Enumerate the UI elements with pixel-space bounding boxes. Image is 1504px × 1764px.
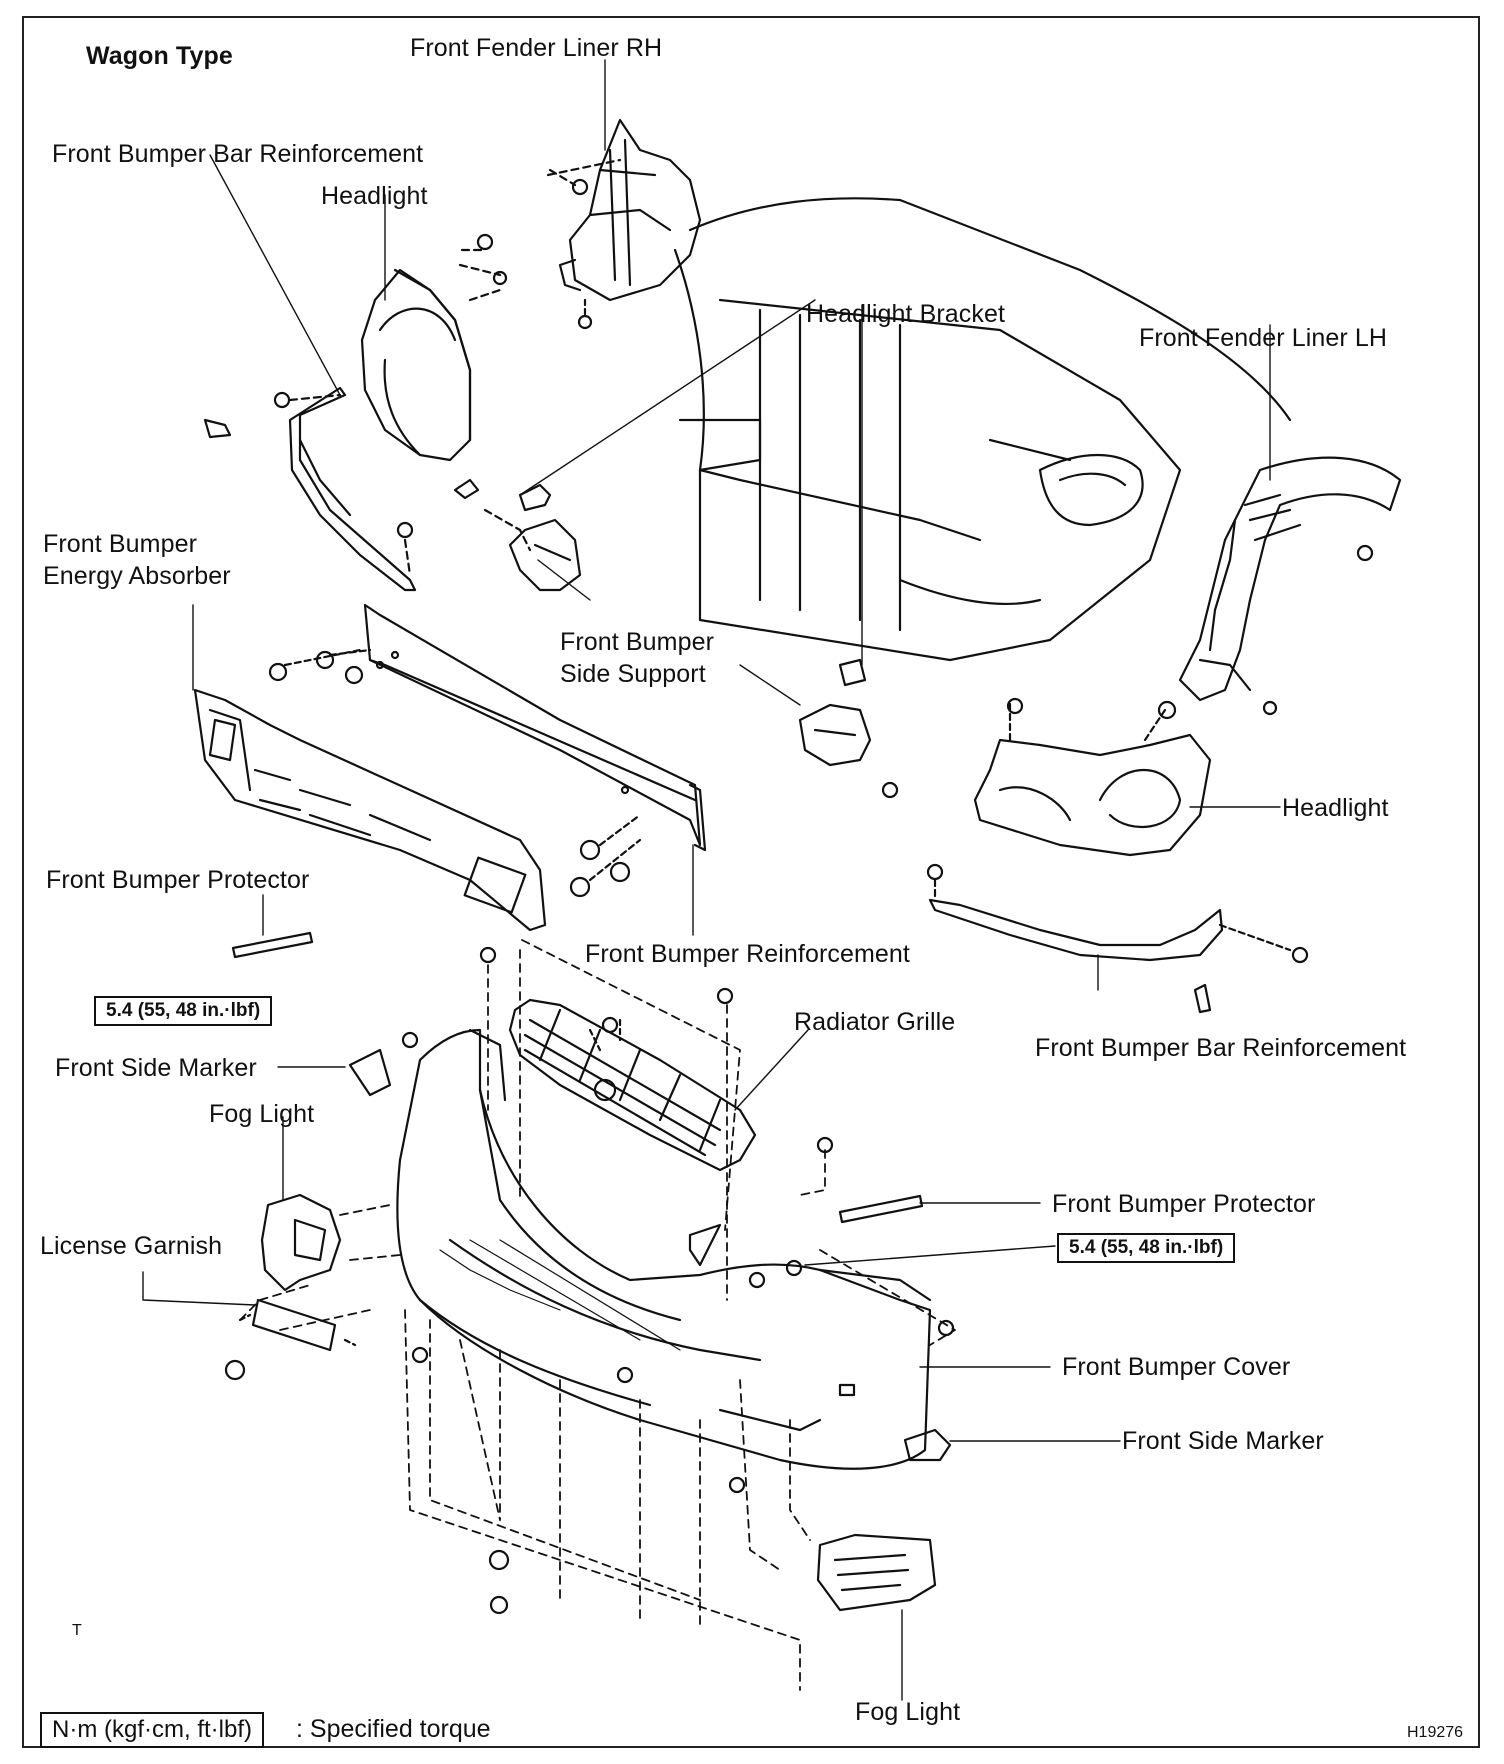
label-front-bumper-protector-left: Front Bumper Protector bbox=[46, 866, 310, 894]
label-front-bumper-bar-reinforcement-right: Front Bumper Bar Reinforcement bbox=[1035, 1034, 1407, 1062]
label-front-fender-liner-rh: Front Fender Liner RH bbox=[410, 34, 663, 62]
legend-description: : Specified torque bbox=[296, 1715, 491, 1743]
label-energy-absorber-line1: Front Bumper bbox=[43, 530, 198, 558]
front-fender-liner-rh-part bbox=[546, 118, 702, 330]
headlight-left-part bbox=[360, 233, 508, 462]
bumper-reinforcement-part bbox=[363, 603, 707, 852]
label-radiator-grille: Radiator Grille bbox=[794, 1008, 956, 1036]
label-headlight-bracket: Headlight Bracket bbox=[806, 300, 1006, 328]
label-front-bumper-protector-right: Front Bumper Protector bbox=[1052, 1190, 1316, 1218]
label-side-support-line1: Front Bumper bbox=[560, 628, 715, 656]
diagram-title: Wagon Type bbox=[86, 42, 233, 70]
fog-lights bbox=[260, 1193, 937, 1612]
label-headlight-left: Headlight bbox=[321, 182, 428, 210]
diagram-frame bbox=[22, 16, 1480, 1748]
bumper-bar-reinforcement-left-part bbox=[203, 386, 417, 592]
bumper-bar-reinforcement-right-part bbox=[926, 863, 1309, 1014]
side-markers bbox=[348, 1048, 952, 1462]
label-fog-light-left: Fog Light bbox=[209, 1100, 315, 1128]
corner-mark: T bbox=[72, 1622, 82, 1639]
label-front-bumper-bar-reinforcement-top: Front Bumper Bar Reinforcement bbox=[52, 140, 424, 168]
label-front-side-marker-right: Front Side Marker bbox=[1122, 1427, 1324, 1455]
label-side-support-line2: Side Support bbox=[560, 660, 706, 688]
vehicle-body-outline bbox=[673, 197, 1292, 662]
front-bumper-cover-part bbox=[396, 1028, 932, 1470]
torque-spec-right: 5.4 (55, 48 in.·lbf) bbox=[1057, 1233, 1236, 1263]
label-front-side-marker-left: Front Side Marker bbox=[55, 1054, 257, 1082]
misc-fasteners bbox=[401, 946, 955, 1615]
legend-units-box: N·m (kgf·cm, ft·lbf) bbox=[40, 1712, 264, 1748]
radiator-grille-part bbox=[508, 998, 757, 1172]
label-fog-light-bottom: Fog Light bbox=[855, 1698, 961, 1726]
headlight-right-part bbox=[973, 697, 1212, 857]
label-headlight-right: Headlight bbox=[1282, 794, 1389, 822]
front-fender-liner-lh-part bbox=[1178, 456, 1402, 716]
assembly-guide-lines bbox=[239, 939, 956, 1691]
label-front-bumper-cover: Front Bumper Cover bbox=[1062, 1353, 1291, 1381]
label-front-fender-liner-lh: Front Fender Liner LH bbox=[1139, 324, 1388, 352]
label-license-garnish: License Garnish bbox=[40, 1232, 223, 1260]
leader-lines bbox=[142, 59, 1281, 1701]
torque-spec-left: 5.4 (55, 48 in.·lbf) bbox=[94, 996, 273, 1026]
bumper-protectors bbox=[231, 931, 924, 1224]
energy-absorber-part bbox=[193, 688, 547, 932]
headlight-bracket-part bbox=[453, 478, 899, 799]
label-front-bumper-reinforcement: Front Bumper Reinforcement bbox=[585, 940, 910, 968]
figure-code: H19276 bbox=[1407, 1724, 1464, 1741]
license-garnish-part bbox=[224, 1298, 357, 1381]
label-energy-absorber-line2: Energy Absorber bbox=[43, 562, 231, 590]
fasteners-cluster bbox=[268, 648, 642, 898]
